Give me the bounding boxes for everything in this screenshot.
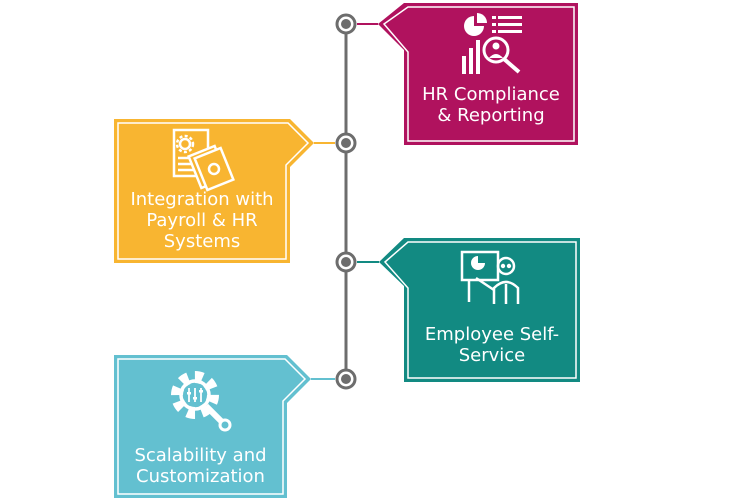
card-label-scalability: Scalability and Customization [114,445,287,487]
timeline-node [335,13,357,35]
card-scalability [114,355,335,498]
label-line: HR Compliance [422,84,560,105]
label-line: Employee Self- [424,324,560,345]
card-label-employee-self-service: Employee Self- Service [404,324,580,366]
card-label-hr-compliance: HR Compliance & Reporting [408,84,574,126]
timeline-node [335,251,357,273]
label-line: Customization [136,466,265,487]
presenter-icon [460,250,520,304]
card-shape [379,238,580,382]
label-line: Integration with [130,189,274,210]
label-line: Scalability and [134,445,267,466]
card-border [117,358,307,495]
card-border [382,6,575,142]
card-shape [114,119,314,263]
card-integration-payroll [114,119,335,263]
timeline-node [335,368,357,390]
card-border [117,122,310,260]
payroll-documents-icon [172,128,235,192]
label-line: Payroll & HR [146,210,258,231]
card-employee-self-service [357,238,580,382]
card-label-integration-payroll: Integration with Payroll & HR Systems [114,189,290,252]
label-line: Systems [163,231,241,252]
gear-wrench-icon [171,371,232,432]
card-hr-compliance [357,3,578,145]
timeline-node [335,132,357,154]
card-border [383,241,577,379]
report-analytics-icon [462,13,522,74]
card-shape [114,355,311,498]
label-line: Service [458,345,526,366]
label-line: & Reporting [437,105,545,126]
